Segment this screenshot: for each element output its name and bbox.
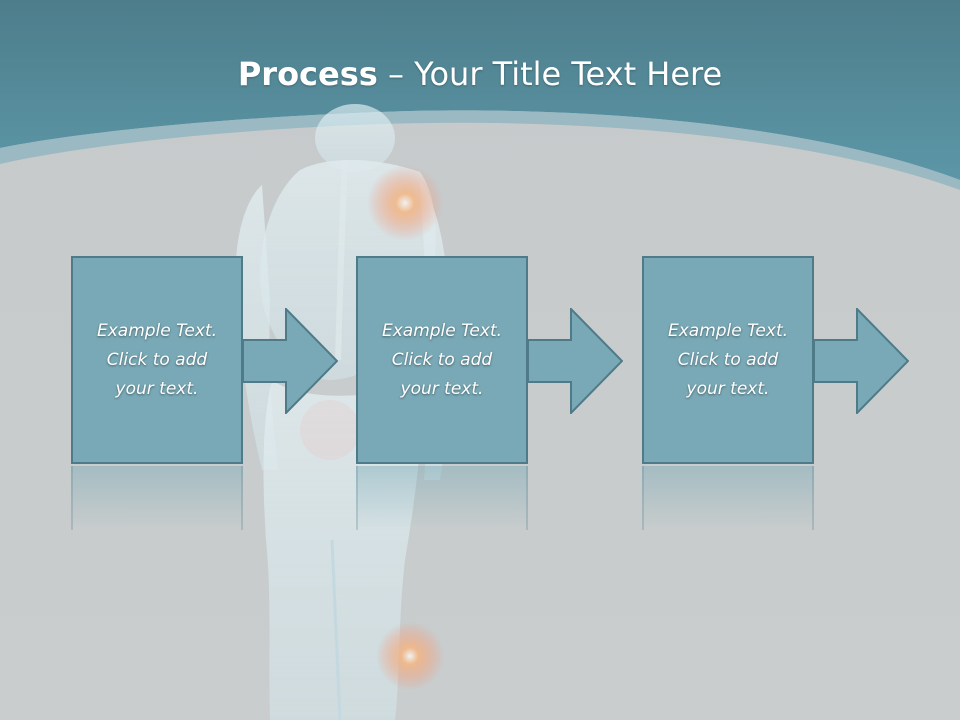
arrow-right-icon: [527, 308, 623, 414]
title-rest: – Your Title Text Here: [377, 55, 723, 93]
step-3-text: Example Text. Click to add your text.: [667, 320, 789, 399]
arrow-right-icon: [242, 308, 338, 414]
step-2-text: Example Text. Click to add your text.: [381, 320, 503, 399]
step-2-reflection: [356, 466, 528, 530]
slide-title: Process – Your Title Text Here: [0, 52, 960, 96]
step-1-text: Example Text. Click to add your text.: [96, 320, 218, 399]
title-bold: Process: [237, 55, 378, 93]
arrow-right-icon: [813, 308, 909, 414]
process-step-3[interactable]: Example Text. Click to add your text.: [642, 256, 814, 464]
process-step-2[interactable]: Example Text. Click to add your text.: [356, 256, 528, 464]
step-1-reflection: [71, 466, 243, 530]
step-3-reflection: [642, 466, 814, 530]
process-step-1[interactable]: Example Text. Click to add your text.: [71, 256, 243, 464]
